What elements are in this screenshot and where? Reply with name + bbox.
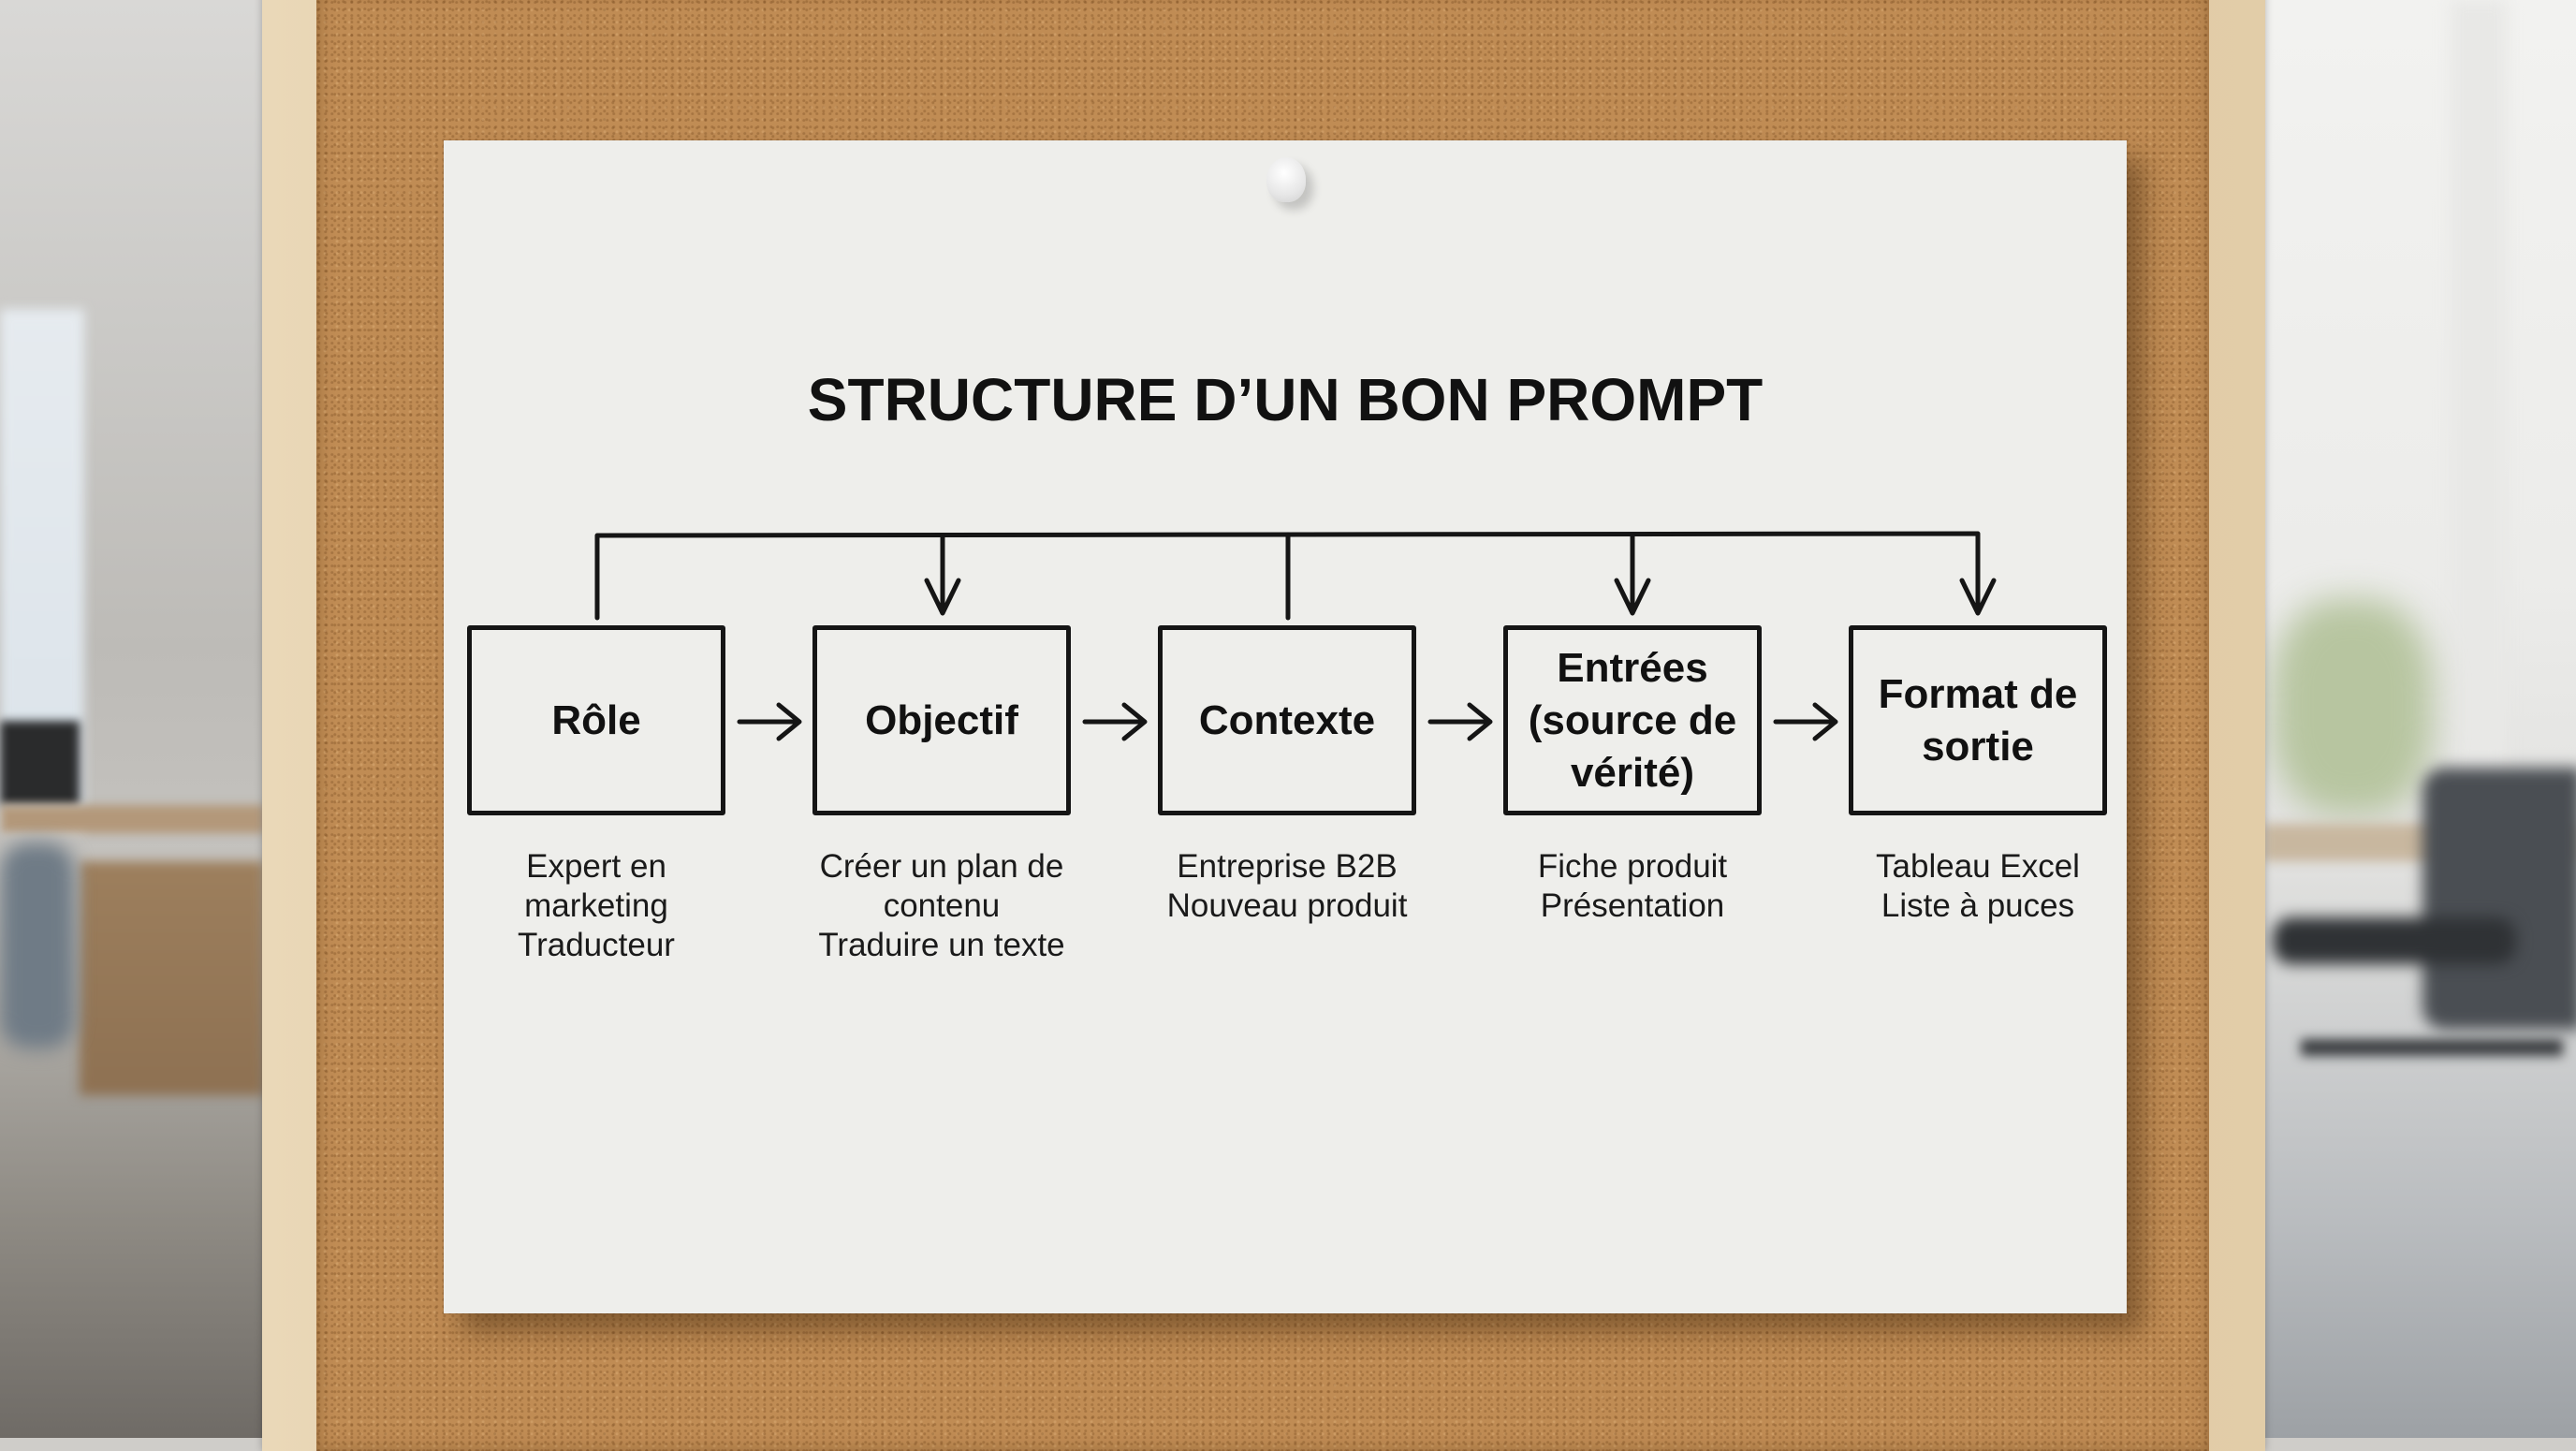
desk — [0, 805, 264, 833]
plant — [2273, 599, 2432, 814]
step-caption-contexte: Entreprise B2B Nouveau produit — [1166, 848, 1408, 924]
step-caption-format: Tableau Excel Liste à puces — [1876, 848, 2080, 924]
diagram-title: STRUCTURE D’UN BON PROMPT — [807, 366, 1764, 433]
step-caption-role: Expert en marketing Traducteur — [518, 848, 675, 963]
step-caption-objectif: Créer un plan de contenu Traduire un tex… — [818, 848, 1065, 963]
step-caption-entrees: Fiche produit Présentation — [1537, 848, 1728, 924]
office-background-right — [2263, 0, 2576, 1438]
chair-base — [2301, 1039, 2563, 1056]
step-label: Rôle — [551, 696, 641, 743]
pushpin-icon — [1266, 157, 1306, 202]
step-box-objectif: Objectif — [812, 625, 1071, 815]
office-chair — [0, 843, 75, 1048]
office-background-left — [0, 0, 264, 1438]
step-box-format: Format de sortie — [1849, 625, 2107, 815]
step-label: Contexte — [1198, 696, 1376, 743]
step-box-role: Rôle — [467, 625, 725, 815]
step-label: Objectif — [865, 696, 1018, 743]
step-label: Entrées (source de vérité) — [1528, 644, 1737, 796]
step-box-contexte: Contexte — [1158, 625, 1416, 815]
step-box-entrees: Entrées (source de vérité) — [1503, 625, 1762, 815]
step-label: Format de sortie — [1878, 670, 2078, 769]
chair-seat — [2273, 917, 2516, 964]
monitor — [0, 721, 80, 805]
office-chair — [2422, 768, 2576, 1030]
drawer-cabinet — [80, 861, 264, 1095]
